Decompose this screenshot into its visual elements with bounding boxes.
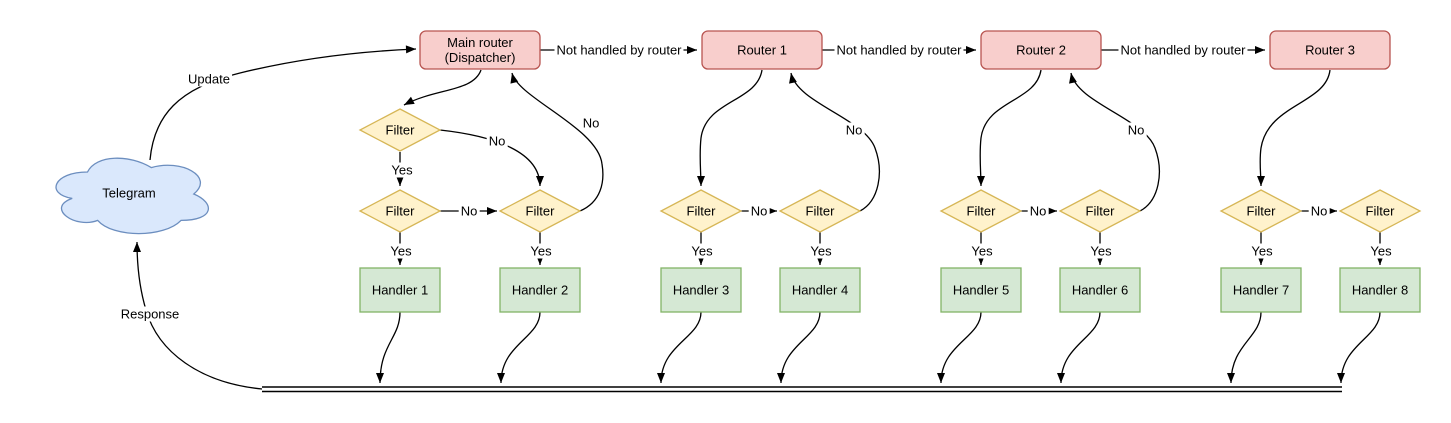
no-label-return-dispatcher: No — [580, 115, 602, 131]
update-edge-label: Update — [186, 71, 232, 87]
filter-label-1: Filter — [385, 203, 415, 219]
main-router-label-line1: Main router — [447, 35, 513, 50]
yes-label-4: Yes — [808, 243, 834, 259]
edge-handler8-to-bus — [1337, 311, 1381, 384]
handler-7-node — [1220, 267, 1302, 313]
filter-label-4: Filter — [805, 203, 835, 219]
no-label-return-router2: No — [1125, 122, 1147, 138]
filter-diamond-dispatcher-top — [358, 108, 442, 152]
edge-router1-to-filter — [696, 69, 763, 187]
main-router-label: Main router(Dispatcher) — [445, 35, 516, 65]
handler-4-node — [779, 267, 861, 313]
filter-label-7: Filter — [1246, 203, 1276, 219]
edge-handler3-to-bus — [657, 311, 702, 384]
edge-filter-no-down — [439, 129, 544, 187]
edge-no-return-router1 — [789, 72, 880, 212]
response-edge-label: Response — [118, 306, 182, 322]
no-label-top-chain: No — [486, 133, 508, 149]
not-handled-label-3: Not handled by router — [1118, 42, 1248, 58]
yes-label-1: Yes — [388, 243, 414, 259]
no-label-return-router1: No — [843, 122, 865, 138]
edge-handler1-to-bus — [376, 311, 401, 384]
filter-diamond-1 — [358, 189, 442, 233]
yes-label-3: Yes — [689, 243, 715, 259]
router-3-node — [1269, 30, 1391, 70]
handler-2-label: Handler 2 — [511, 282, 569, 298]
handler-6-label: Handler 6 — [1071, 282, 1129, 298]
handler-5-label: Handler 5 — [952, 282, 1010, 298]
handler-1-node — [359, 267, 441, 313]
main-router-label-line2: (Dispatcher) — [444, 50, 516, 65]
handler-3-node — [660, 267, 742, 313]
no-label-pair-2: No — [1027, 203, 1049, 219]
filter-diamond-2 — [498, 189, 582, 233]
handler-3-label: Handler 3 — [672, 282, 730, 298]
telegram-label: Telegram — [102, 185, 156, 201]
yes-label-8: Yes — [1368, 243, 1394, 259]
filter-label-2: Filter — [525, 203, 555, 219]
router-2-node — [980, 30, 1102, 70]
no-label-pair-0: No — [458, 203, 480, 219]
edge-handler2-to-bus — [497, 311, 541, 384]
edge-no-return-dispatcher — [510, 72, 604, 212]
handler-1-label: Handler 1 — [371, 282, 429, 298]
filter-diamond-4 — [778, 189, 862, 233]
edge-no-return-router2 — [1069, 72, 1160, 212]
router-1-label: Router 1 — [737, 42, 787, 58]
yes-label-6: Yes — [1088, 243, 1114, 259]
edge-router2-to-filter — [976, 69, 1042, 187]
filter-label-3: Filter — [686, 203, 716, 219]
filter-diamond-5 — [939, 189, 1023, 233]
telegram-cloud — [55, 157, 210, 235]
handler-6-node — [1059, 267, 1141, 313]
yes-label-5: Yes — [969, 243, 995, 259]
handler-8-label: Handler 8 — [1351, 282, 1409, 298]
handler-7-label: Handler 7 — [1232, 282, 1290, 298]
edge-dispatcher-to-filter — [403, 69, 482, 106]
handler-4-label: Handler 4 — [791, 282, 849, 298]
router-1-node — [701, 30, 823, 70]
filter-label-5: Filter — [966, 203, 996, 219]
edge-handler6-to-bus — [1057, 311, 1101, 384]
filter-label-8: Filter — [1365, 203, 1395, 219]
no-label-pair-1: No — [748, 203, 770, 219]
handler-5-node — [940, 267, 1022, 313]
handler-2-node — [499, 267, 581, 313]
edge-handler4-to-bus — [777, 311, 821, 384]
not-handled-label-2: Not handled by router — [834, 42, 964, 58]
no-label-pair-3: No — [1308, 203, 1330, 219]
edge-router3-to-filter — [1256, 69, 1331, 187]
router-3-label: Router 3 — [1305, 42, 1355, 58]
filter-diamond-8 — [1338, 189, 1422, 233]
handler-8-node — [1339, 267, 1421, 313]
main-router-node — [419, 30, 541, 70]
yes-label-top: Yes — [389, 162, 415, 178]
filter-label-dispatcher-top: Filter — [385, 122, 415, 138]
router-2-label: Router 2 — [1016, 42, 1066, 58]
edge-handler7-to-bus — [1227, 311, 1262, 384]
edge-handler5-to-bus — [937, 311, 982, 384]
not-handled-label-1: Not handled by router — [554, 42, 684, 58]
edge-update — [149, 45, 417, 161]
filter-label-6: Filter — [1085, 203, 1115, 219]
filter-diamond-7 — [1219, 189, 1303, 233]
filter-diamond-3 — [659, 189, 743, 233]
filter-diamond-6 — [1058, 189, 1142, 233]
yes-label-7: Yes — [1249, 243, 1275, 259]
yes-label-2: Yes — [528, 243, 554, 259]
